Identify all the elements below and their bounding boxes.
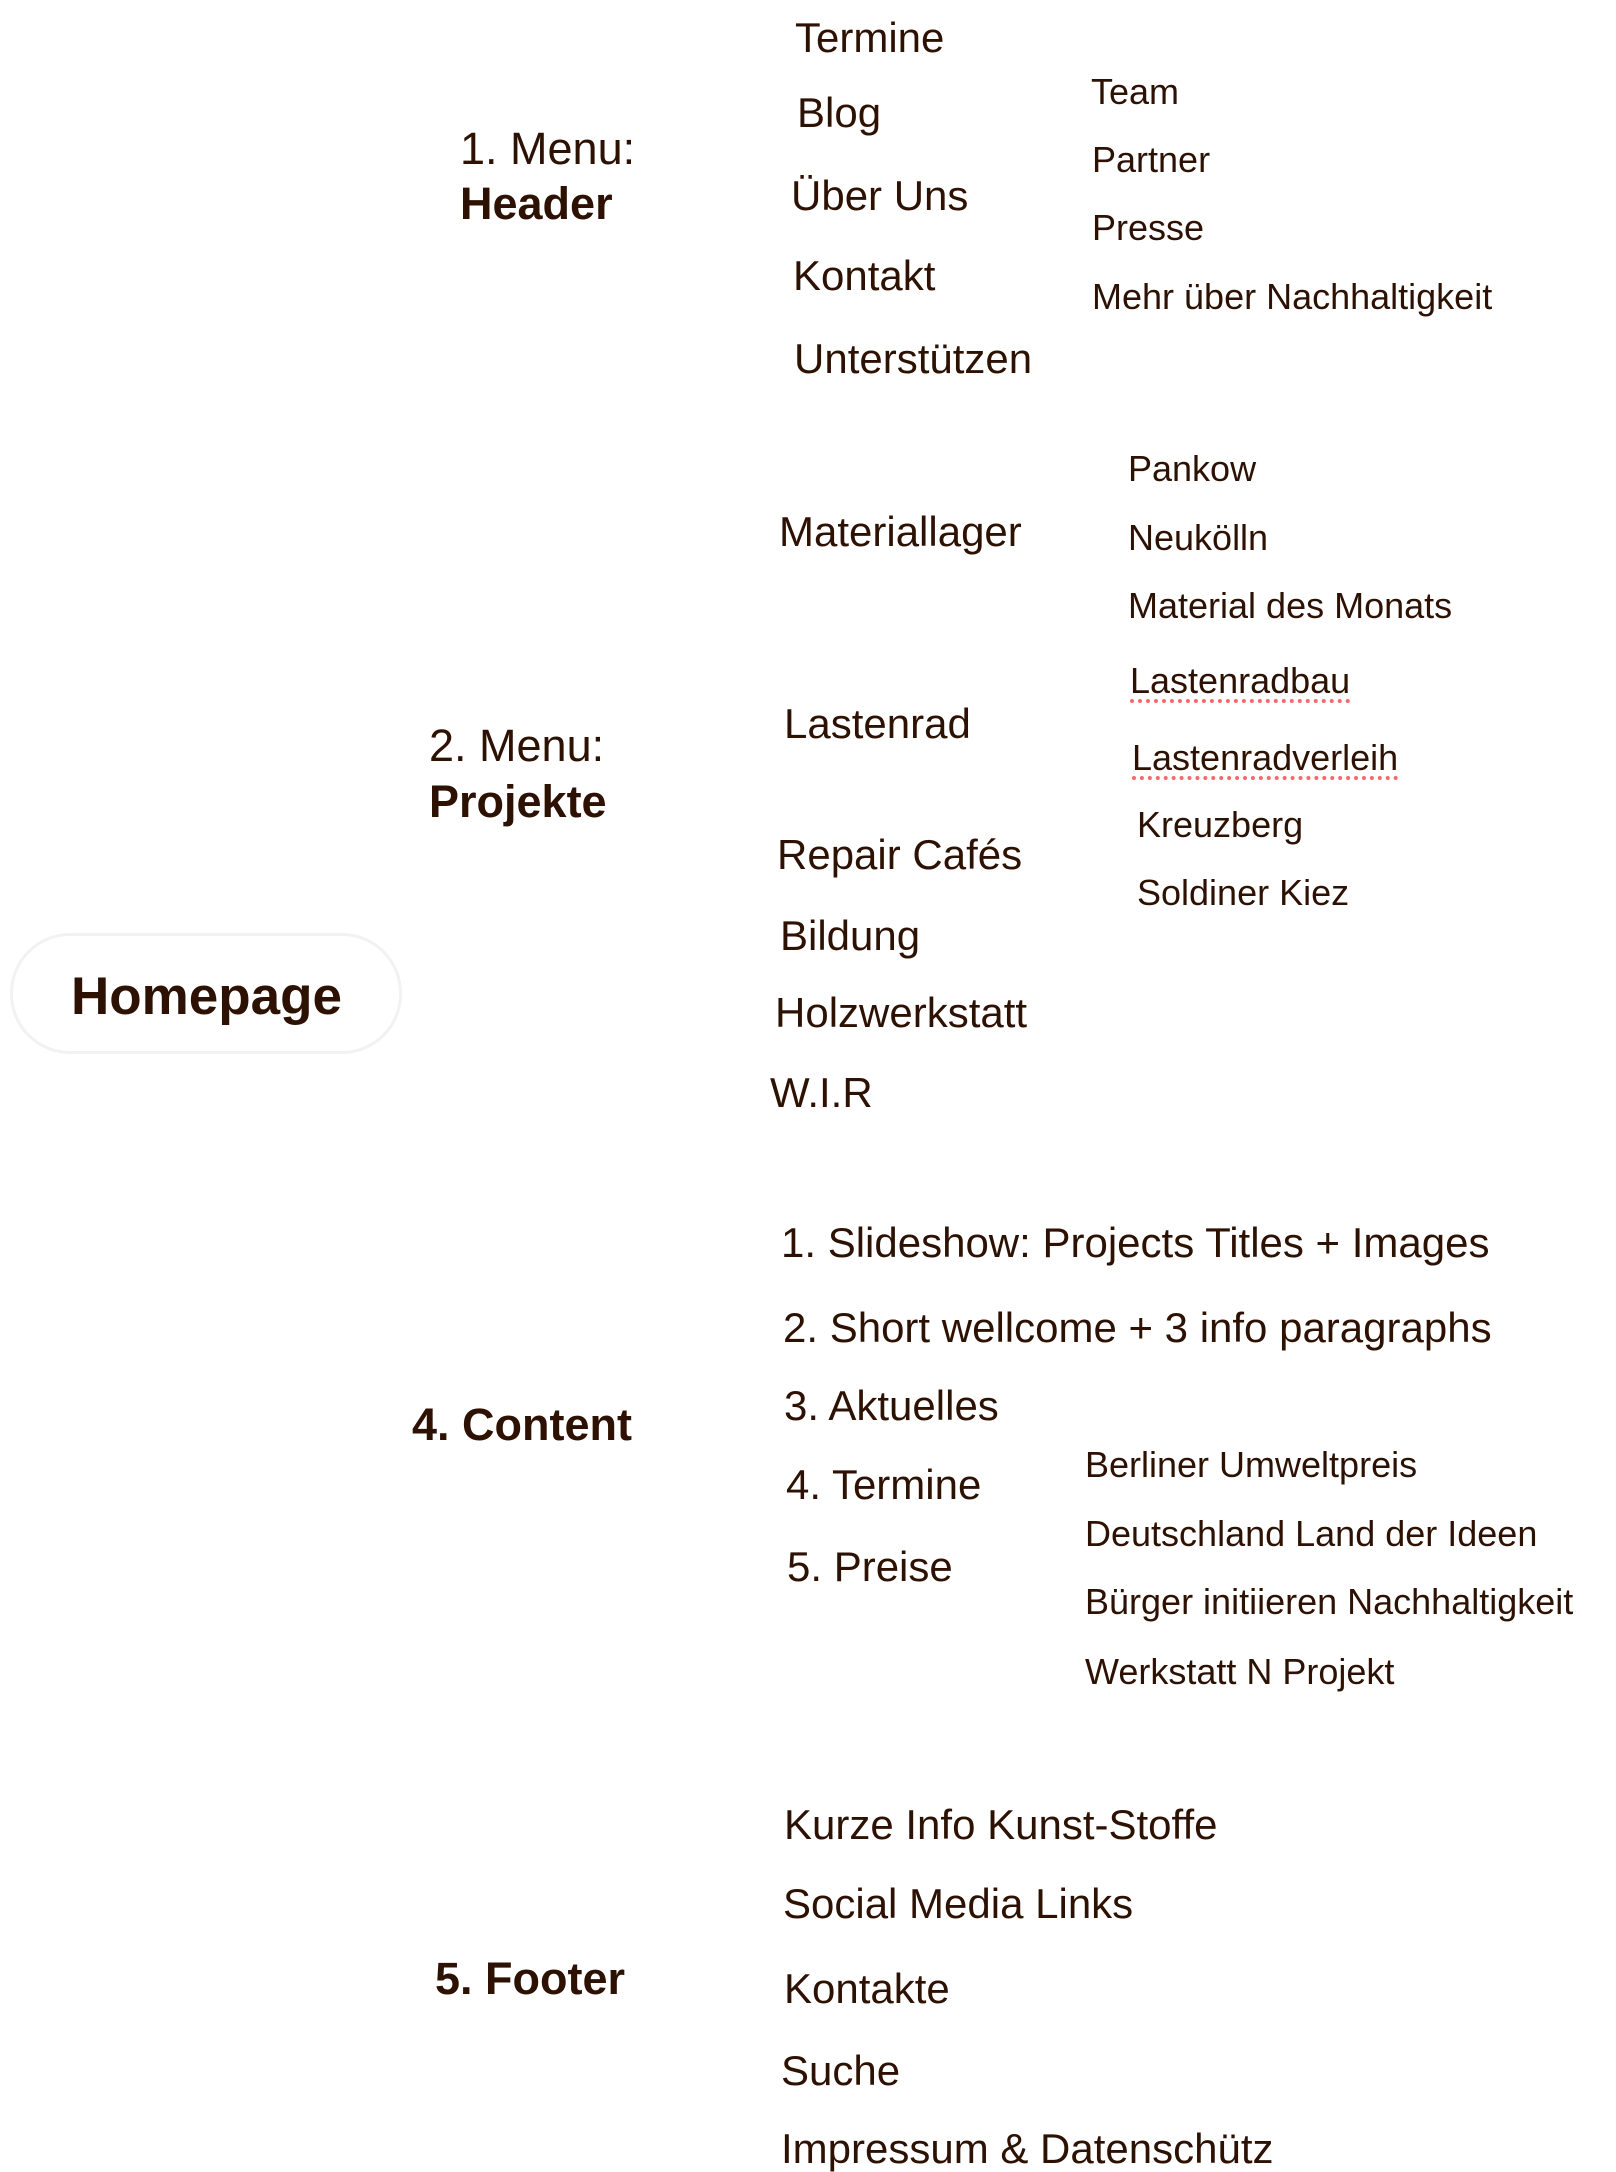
node-preise[interactable]: 5. Preise bbox=[787, 1543, 953, 1590]
node-mehr-nachhaltigkeit[interactable]: Mehr über Nachhaltigkeit bbox=[1092, 276, 1493, 317]
projekte-menu-title[interactable]: Projekte bbox=[429, 776, 607, 827]
node-partner[interactable]: Partner bbox=[1092, 139, 1211, 180]
node-kurze-info[interactable]: Kurze Info Kunst-Stoffe bbox=[784, 1801, 1218, 1848]
node-bildung[interactable]: Bildung bbox=[780, 912, 921, 959]
node-impressum[interactable]: Impressum & Datenschütz bbox=[781, 2125, 1274, 2172]
node-lastenradverleih[interactable]: Lastenradverleih bbox=[1132, 737, 1399, 778]
node-neukoelln[interactable]: Neukölln bbox=[1128, 517, 1269, 558]
node-suche[interactable]: Suche bbox=[781, 2047, 901, 2094]
node-content-termine[interactable]: 4. Termine bbox=[786, 1461, 982, 1508]
node-social-media[interactable]: Social Media Links bbox=[783, 1880, 1134, 1927]
node-short-welcome[interactable]: 2. Short wellcome + 3 info paragraphs bbox=[783, 1304, 1492, 1351]
node-kontakt[interactable]: Kontakt bbox=[793, 252, 936, 299]
node-termine[interactable]: Termine bbox=[795, 14, 945, 61]
node-ueber-uns[interactable]: Über Uns bbox=[791, 172, 969, 219]
node-unterstuetzen[interactable]: Unterstützen bbox=[794, 335, 1033, 382]
header-menu-title[interactable]: Header bbox=[460, 178, 613, 229]
footer-title[interactable]: 5. Footer bbox=[435, 1953, 626, 2004]
node-soldiner-kiez[interactable]: Soldiner Kiez bbox=[1137, 872, 1350, 913]
node-kontakte[interactable]: Kontakte bbox=[784, 1965, 950, 2012]
projekte-menu-title-prefix[interactable]: 2. Menu: bbox=[429, 720, 605, 771]
node-materiallager[interactable]: Materiallager bbox=[779, 508, 1022, 555]
node-slideshow[interactable]: 1. Slideshow: Projects Titles + Images bbox=[781, 1219, 1490, 1266]
node-wir[interactable]: W.I.R bbox=[770, 1069, 873, 1116]
node-lastenrad[interactable]: Lastenrad bbox=[784, 700, 971, 747]
node-berliner-umweltpreis[interactable]: Berliner Umweltpreis bbox=[1085, 1444, 1418, 1485]
node-blog[interactable]: Blog bbox=[797, 89, 882, 136]
node-holzwerkstatt[interactable]: Holzwerkstatt bbox=[775, 989, 1028, 1036]
node-kreuzberg[interactable]: Kreuzberg bbox=[1137, 804, 1304, 845]
node-repair-cafes[interactable]: Repair Cafés bbox=[777, 831, 1023, 878]
node-pankow[interactable]: Pankow bbox=[1128, 448, 1257, 489]
node-presse[interactable]: Presse bbox=[1092, 207, 1205, 248]
node-lastenradbau[interactable]: Lastenradbau bbox=[1130, 660, 1351, 701]
node-aktuelles[interactable]: 3. Aktuelles bbox=[784, 1382, 999, 1429]
header-menu-title-prefix[interactable]: 1. Menu: bbox=[460, 123, 636, 174]
root-node-label: Homepage bbox=[71, 967, 342, 1026]
node-werkstatt-n[interactable]: Werkstatt N Projekt bbox=[1085, 1651, 1395, 1692]
content-title[interactable]: 4. Content bbox=[412, 1399, 632, 1450]
node-land-der-ideen[interactable]: Deutschland Land der Ideen bbox=[1085, 1513, 1538, 1554]
node-material-des-monats[interactable]: Material des Monats bbox=[1128, 585, 1453, 626]
node-buerger-nachhaltigkeit[interactable]: Bürger initiieren Nachhaltigkeit bbox=[1085, 1581, 1574, 1622]
root-node-homepage[interactable]: Homepage bbox=[10, 933, 402, 1054]
node-team[interactable]: Team bbox=[1091, 71, 1180, 112]
